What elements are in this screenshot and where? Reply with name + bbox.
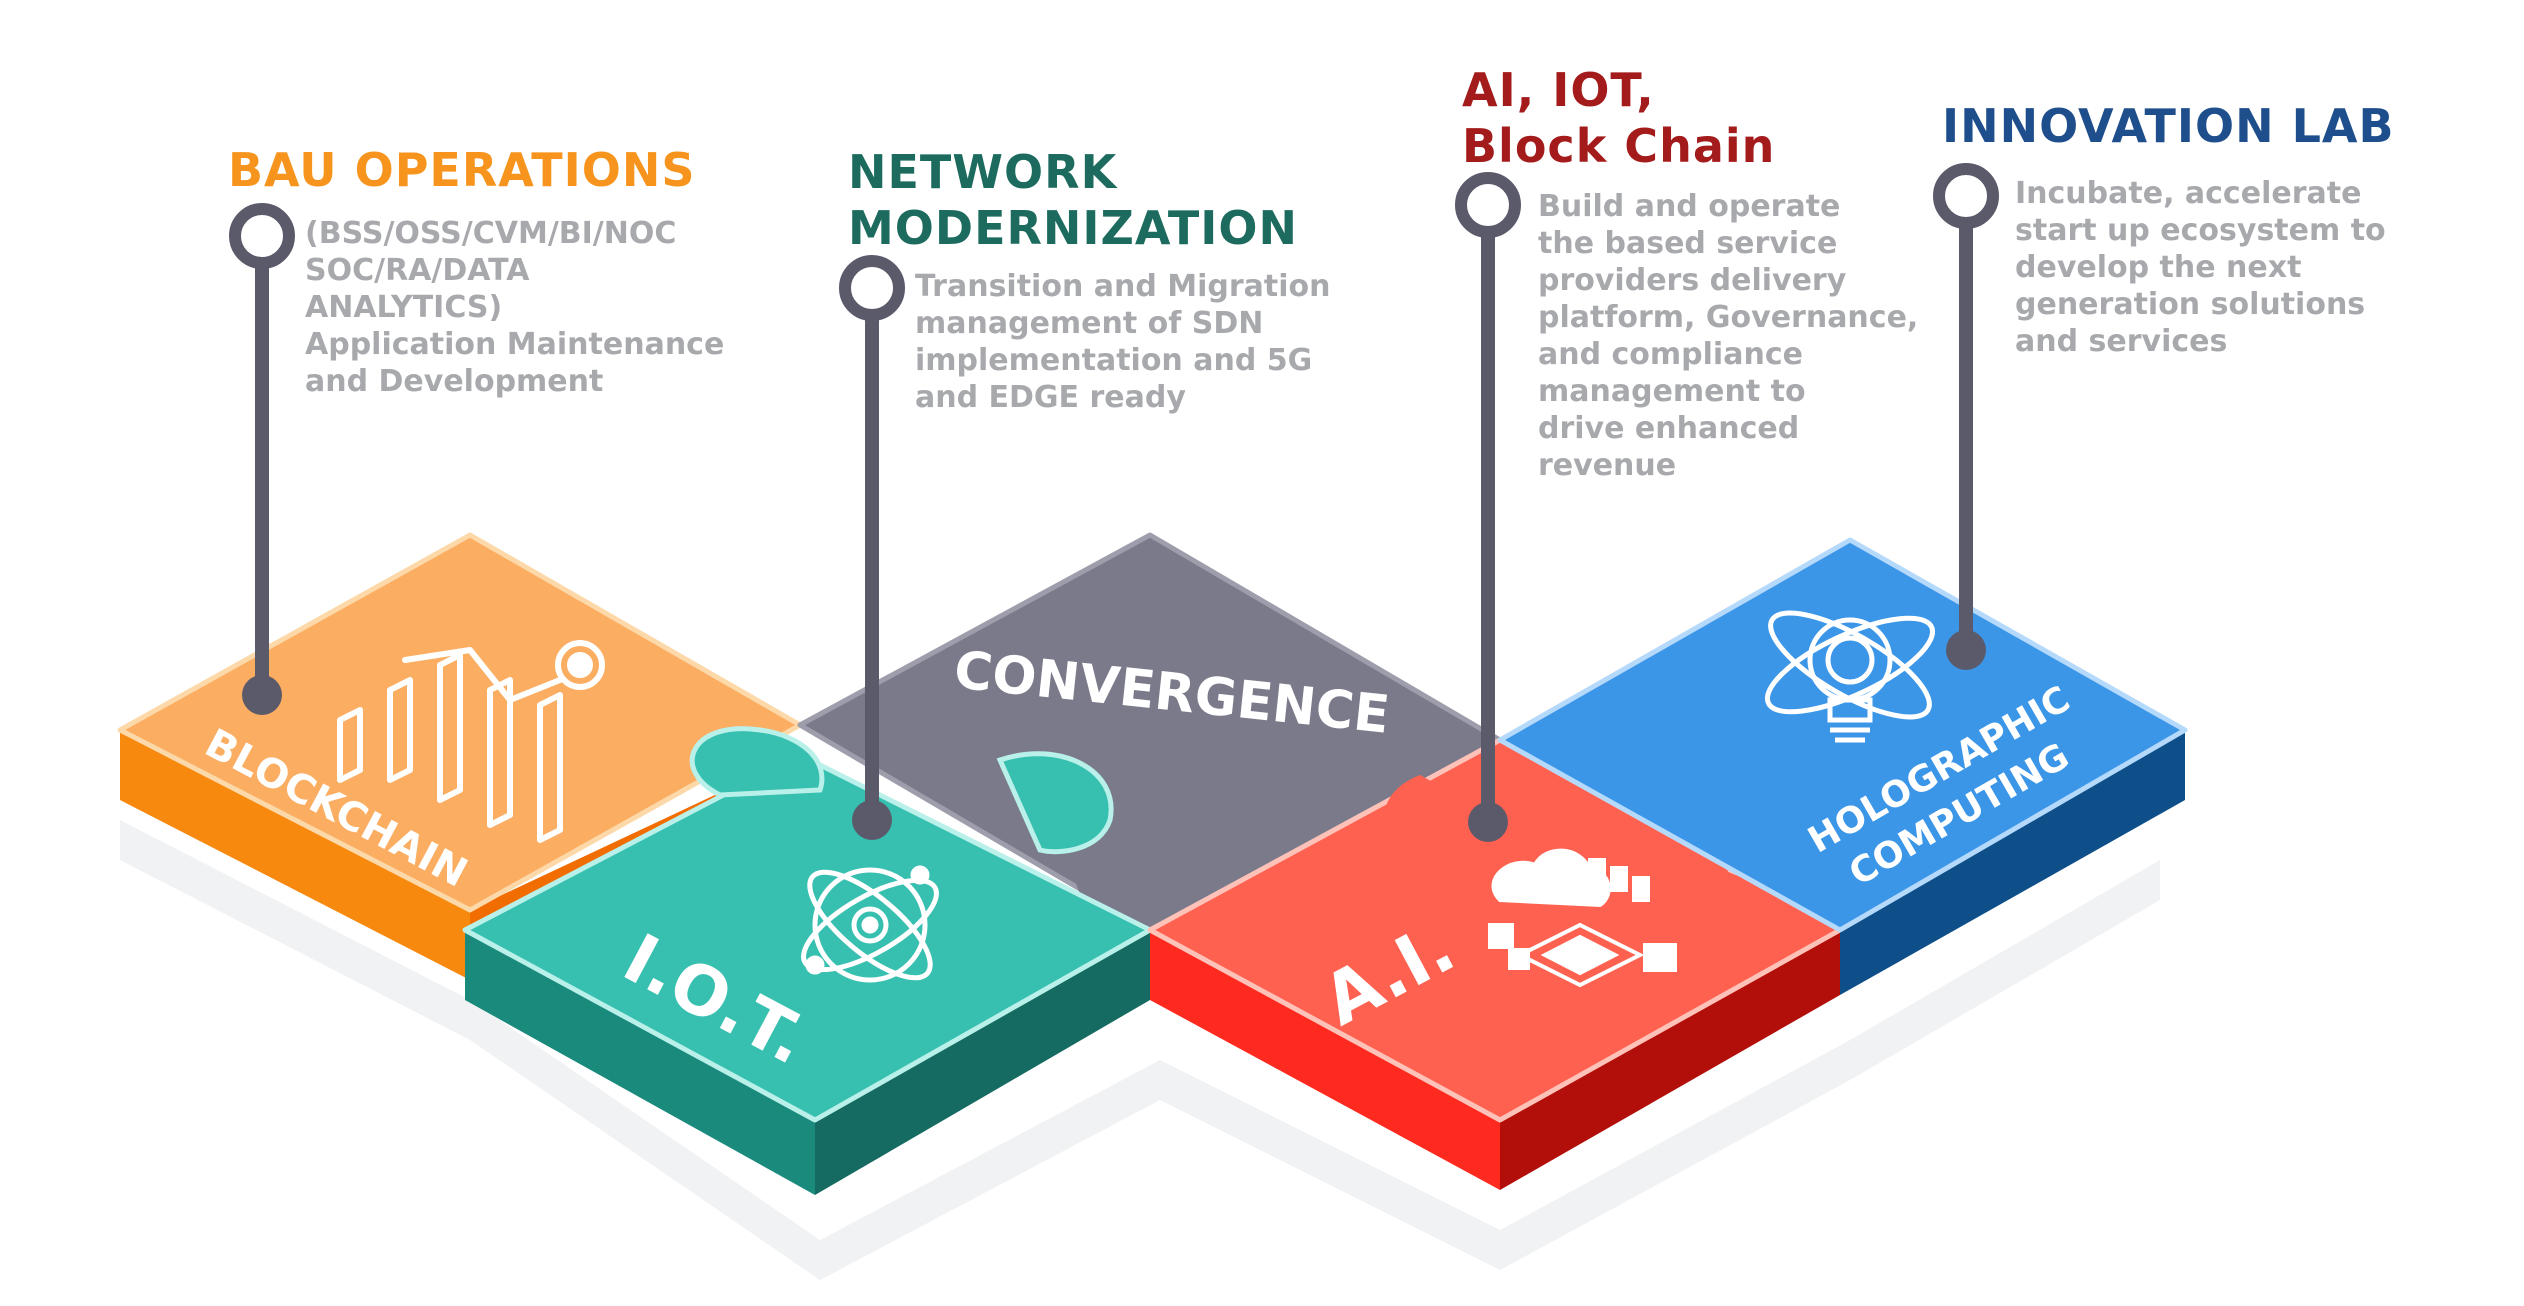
innovation-desc-line: start up ecosystem to bbox=[2015, 213, 2386, 248]
bau-description: (BSS/OSS/CVM/BI/NOC SOC/RA/DATA ANALYTIC… bbox=[305, 215, 724, 400]
network-desc-line: management of SDN bbox=[915, 306, 1264, 341]
pin-network bbox=[839, 255, 905, 840]
bau-desc-line: and Development bbox=[305, 364, 604, 399]
network-desc-line: and EDGE ready bbox=[915, 380, 1186, 415]
callout-ai-iot: AI, IOT, Block Chain bbox=[1462, 62, 1775, 174]
holographic-piece bbox=[1497, 537, 2188, 995]
network-title-line-1: NETWORK bbox=[848, 145, 1118, 199]
network-desc-line: Transition and Migration bbox=[915, 269, 1331, 304]
network-description: Transition and Migration management of S… bbox=[915, 268, 1331, 416]
iot-piece bbox=[462, 726, 1153, 1195]
bar-chart-growth-icon bbox=[337, 640, 605, 843]
ai-iot-desc-line: platform, Governance, bbox=[1538, 300, 1919, 335]
ai-iot-desc-line: providers delivery bbox=[1538, 263, 1847, 298]
bau-desc-line: (BSS/OSS/CVM/BI/NOC bbox=[305, 216, 677, 251]
callout-network: NETWORK MODERNIZATION bbox=[848, 144, 1298, 256]
innovation-desc-line: develop the next bbox=[2015, 250, 2302, 285]
ai-iot-description: Build and operate the based service prov… bbox=[1538, 188, 1918, 484]
atom-gear-icon bbox=[801, 865, 939, 983]
bau-desc-line: SOC/RA/DATA bbox=[305, 253, 530, 288]
ai-iot-desc-line: revenue bbox=[1538, 448, 1677, 483]
ai-iot-desc-line: drive enhanced bbox=[1538, 411, 1800, 446]
ai-iot-desc-line: and compliance bbox=[1538, 337, 1803, 372]
bau-desc-line: Application Maintenance bbox=[305, 327, 725, 362]
innovation-desc-line: Incubate, accelerate bbox=[2015, 176, 2362, 211]
atom-lightbulb-icon bbox=[1764, 610, 1936, 743]
pin-bau bbox=[229, 203, 295, 715]
bau-title: BAU OPERATIONS bbox=[228, 143, 696, 197]
floor-shadow bbox=[120, 820, 2160, 1280]
pin-ai-iot bbox=[1455, 172, 1521, 842]
cloud-chip-icon bbox=[1488, 848, 1677, 988]
ai-iot-desc-line: Build and operate bbox=[1538, 189, 1841, 224]
network-title-line-2: MODERNIZATION bbox=[848, 201, 1298, 255]
callout-innovation: INNOVATION LAB bbox=[1942, 98, 2395, 154]
ai-iot-desc-line: the based service bbox=[1538, 226, 1838, 261]
pin-innovation bbox=[1933, 163, 1999, 670]
bau-desc-line: ANALYTICS) bbox=[305, 290, 503, 325]
callout-bau: BAU OPERATIONS bbox=[228, 142, 696, 198]
ai-iot-title-line-2: Block Chain bbox=[1462, 119, 1776, 173]
innovation-desc-line: generation solutions bbox=[2015, 287, 2366, 322]
innovation-description: Incubate, accelerate start up ecosystem … bbox=[2015, 175, 2386, 360]
ai-iot-title-line-1: AI, IOT, bbox=[1462, 63, 1655, 117]
innovation-desc-line: and services bbox=[2015, 324, 2228, 359]
network-desc-line: implementation and 5G bbox=[915, 343, 1313, 378]
innovation-title: INNOVATION LAB bbox=[1942, 99, 2395, 153]
ai-iot-desc-line: management to bbox=[1538, 374, 1806, 409]
